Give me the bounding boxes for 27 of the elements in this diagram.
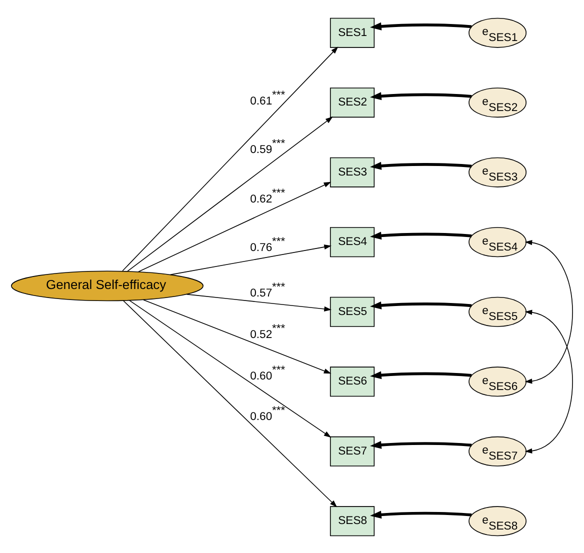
arrow — [370, 231, 472, 240]
arrow — [370, 22, 472, 30]
arrow — [186, 293, 332, 312]
node-box: SES6 — [330, 366, 375, 396]
arrow — [370, 440, 472, 448]
node-box: SES8 — [330, 506, 375, 536]
arrow — [370, 92, 472, 100]
arrow — [127, 116, 333, 272]
arrow — [170, 244, 332, 275]
node-box: SES2 — [330, 87, 375, 118]
arrow — [370, 300, 472, 309]
node-box: SES5 — [330, 296, 375, 326]
node-box: SES3 — [330, 156, 375, 187]
node-box: SES4 — [330, 226, 375, 257]
arrow — [370, 510, 472, 518]
arrow — [138, 181, 332, 272]
arrow — [122, 46, 338, 271]
arrow — [370, 370, 472, 379]
arrow — [122, 300, 338, 507]
node-ellipse: General Self-efficacy — [11, 270, 204, 301]
arrow — [524, 240, 573, 384]
arrow — [143, 298, 332, 374]
node-box: SES1 — [330, 17, 375, 48]
arrow — [524, 309, 573, 453]
node-box: SES7 — [330, 436, 375, 466]
arrow — [370, 161, 472, 170]
arrow — [129, 300, 332, 438]
